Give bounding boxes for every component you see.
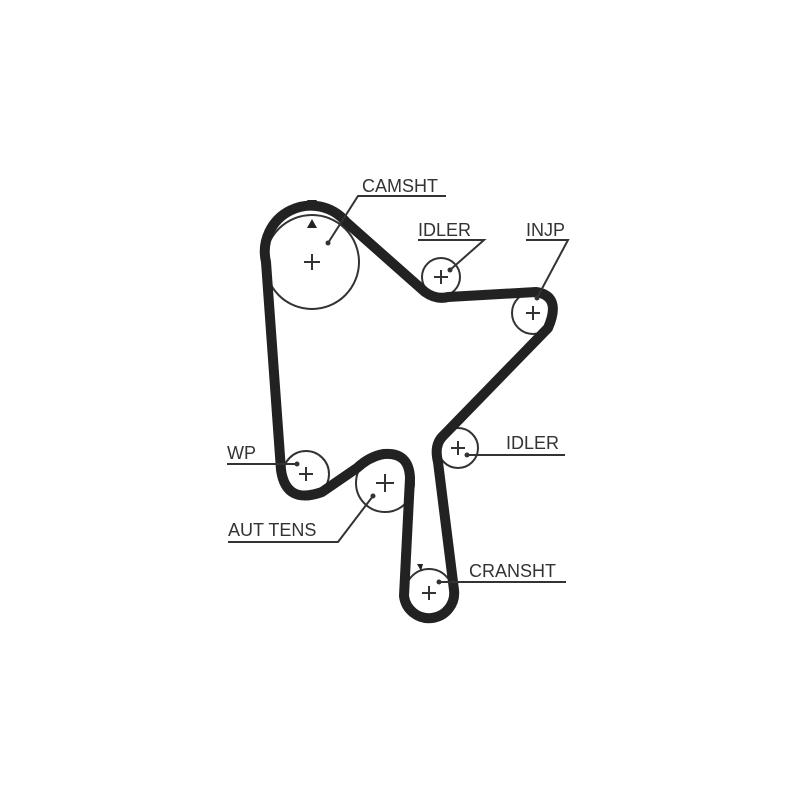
pulley-centers <box>299 254 540 600</box>
label-idler-top: IDLER <box>418 220 471 240</box>
idler-top-center-icon <box>434 270 448 284</box>
auto-tensioner-center-icon <box>376 474 394 492</box>
leader-dots <box>294 240 540 585</box>
idler-mid-center-icon <box>451 441 465 455</box>
crankshaft-center-icon <box>422 586 436 600</box>
label-idler-mid: IDLER <box>506 433 559 453</box>
water-pump-center-icon <box>299 467 313 481</box>
camshaft-timing-mark-top-icon <box>307 200 317 209</box>
timing-marks <box>307 200 423 571</box>
camshaft-leader <box>327 195 446 244</box>
camshaft-timing-mark-bottom-icon <box>307 219 317 228</box>
camshaft-center-icon <box>304 254 320 270</box>
label-auto-tensioner: AUT TENS <box>228 520 316 540</box>
timing-belt <box>259 200 558 624</box>
crankshaft-timing-mark-icon <box>417 564 423 571</box>
injection-pump-center-icon <box>526 306 540 320</box>
label-injection-pump: INJP <box>526 220 565 240</box>
injection-pump-leader <box>526 239 570 299</box>
leader-lines <box>227 195 570 583</box>
label-camshaft: CAMSHT <box>362 176 438 196</box>
labels: CAMSHT IDLER INJP WP IDLER AUT TENS CRAN… <box>227 176 565 581</box>
label-water-pump: WP <box>227 443 256 463</box>
label-crankshaft: CRANSHT <box>469 561 556 581</box>
idler-top-leader <box>418 239 487 271</box>
auto-tensioner-leader <box>228 495 374 543</box>
